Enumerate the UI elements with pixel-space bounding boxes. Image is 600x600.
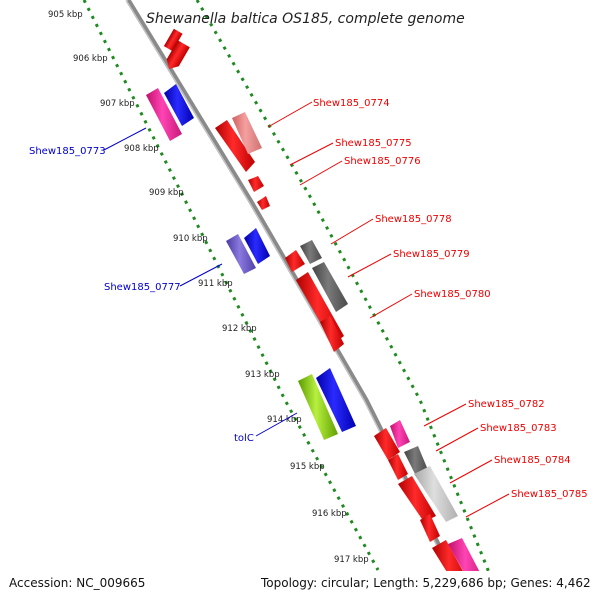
gene-label-tolC[interactable]: tolC [234, 433, 254, 444]
kbp-label-910: 910 kbp [173, 234, 208, 244]
map-title: Shewanella baltica OS185, complete genom… [146, 11, 465, 27]
gene-label-0779[interactable]: Shew185_0779 [393, 249, 470, 260]
inner-dotted-track [82, 0, 380, 571]
kbp-label-911: 911 kbp [198, 279, 233, 289]
kbp-label-909: 909 kbp [149, 188, 184, 198]
genome-summary-text: Topology: circular; Length: 5,229,686 bp… [260, 576, 591, 590]
gene-block-0777[interactable] [226, 228, 270, 274]
forward-gene-arrow[interactable] [163, 28, 183, 52]
gene-label-0780[interactable]: Shew185_0780 [414, 289, 491, 300]
kbp-label-907: 907 kbp [100, 99, 135, 109]
gene-label-0783[interactable]: Shew185_0783 [480, 423, 557, 434]
kbp-label-917: 917 kbp [334, 555, 369, 565]
gene-block-0774[interactable] [215, 112, 270, 210]
kbp-label-906: 906 kbp [73, 54, 108, 64]
accession-text: Accession: NC_009665 [9, 576, 145, 590]
gene-block-tolC[interactable] [298, 368, 356, 440]
gene-label-0784[interactable]: Shew185_0784 [494, 455, 571, 466]
kbp-label-915: 915 kbp [290, 462, 325, 472]
gene-block-0773[interactable] [146, 84, 194, 141]
kbp-label-913: 913 kbp [245, 370, 280, 380]
kbp-label-905: 905 kbp [48, 10, 83, 20]
gene-label-0775[interactable]: Shew185_0775 [335, 138, 412, 149]
kbp-label-912: 912 kbp [222, 324, 257, 334]
kbp-label-916: 916 kbp [312, 509, 347, 519]
gene-label-0776[interactable]: Shew185_0776 [344, 156, 421, 167]
gene-label-0773[interactable]: Shew185_0773 [29, 146, 106, 157]
gene-label-0774[interactable]: Shew185_0774 [313, 98, 390, 109]
kbp-label-908: 908 kbp [124, 144, 159, 154]
gene-label-0782[interactable]: Shew185_0782 [468, 399, 545, 410]
gene-label-0777[interactable]: Shew185_0777 [104, 282, 181, 293]
gene-label-0778[interactable]: Shew185_0778 [375, 214, 452, 225]
gene-block-0779[interactable] [285, 240, 348, 352]
footer-background [0, 571, 600, 600]
gene-label-0785[interactable]: Shew185_0785 [511, 489, 588, 500]
outer-dotted-track [195, 0, 502, 600]
forward-gene-arrow[interactable] [163, 40, 190, 72]
